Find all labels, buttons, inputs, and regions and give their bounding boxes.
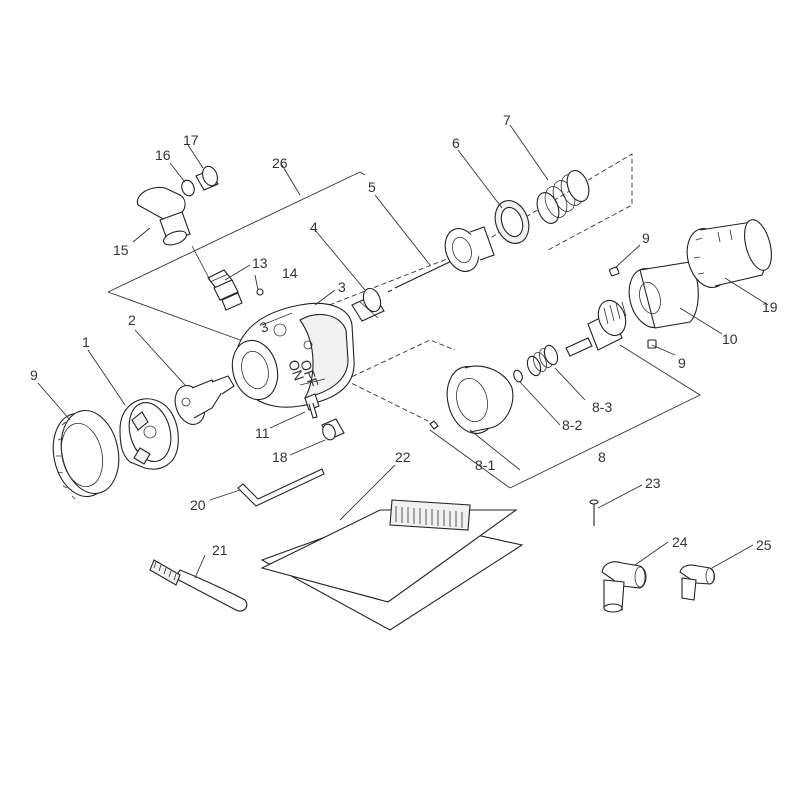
part-18-nut: [321, 418, 345, 441]
callout-11: 11: [255, 425, 270, 441]
callout-9b: 9: [678, 355, 686, 371]
callout-10: 10: [722, 331, 738, 347]
callout-15: 15: [113, 242, 129, 258]
callout-26: 26: [272, 155, 288, 171]
callout-labels: 9 1 2 3 4 5 6 7 8 8-1 8-2 8-3 9 9 9 10 1…: [30, 112, 778, 558]
callout-8: 8: [598, 449, 606, 465]
callout-leader-lines: [37, 124, 769, 579]
part-13-adjust-valve: [207, 269, 243, 311]
callout-20: 20: [190, 497, 206, 513]
callout-13: 13: [252, 255, 268, 271]
callout-17: 17: [183, 132, 199, 148]
part-14-pin: [256, 288, 264, 296]
part-8-adjuster-spindle: [565, 299, 627, 357]
part-17-cap-nut: [195, 165, 219, 191]
group-bracket-26: [107, 153, 633, 341]
part-1-air-cap: [119, 398, 179, 470]
part-25-elbow-fitting: [679, 564, 716, 601]
callout-14: 14: [282, 265, 298, 281]
part-10-knob-collar: [628, 261, 699, 329]
part-22-manual: [260, 499, 524, 631]
part-8-3-spring: [526, 344, 559, 377]
callout-18: 18: [272, 449, 288, 465]
part-5-fluid-needle: [387, 226, 495, 293]
part-15-elbow-inlet: [136, 186, 211, 281]
part-9-set-screw-bottom: [647, 339, 657, 349]
part-4-needle-seal: [351, 287, 385, 322]
callout-4: 4: [310, 219, 318, 235]
part-16-washer: [181, 179, 195, 197]
part-9-set-screw-top: [608, 266, 620, 277]
part-24-elbow-fitting: [601, 561, 647, 613]
group-bracket-8: [344, 339, 701, 489]
callout-2: 2: [128, 312, 136, 328]
callout-16: 16: [155, 147, 171, 163]
part-20-hex-key: [237, 468, 325, 507]
callout-3: 3: [338, 279, 346, 295]
callout-21: 21: [212, 542, 228, 558]
callout-22: 22: [395, 449, 411, 465]
part-3-gun-body: 3 ON OFF: [231, 302, 355, 408]
callout-5: 5: [368, 179, 376, 195]
callout-1: 1: [82, 334, 90, 350]
callout-8-3: 8-3: [592, 399, 612, 415]
part-11-screw: [304, 393, 320, 419]
part-6-o-ring: [494, 200, 530, 244]
callout-9a: 9: [642, 230, 650, 246]
part-8-1-fluid-housing: [429, 365, 514, 434]
part-21-cleaning-brush: [149, 559, 248, 612]
callout-23: 23: [645, 475, 661, 491]
body-marking-on: ON: [285, 358, 307, 383]
part-2-fluid-nozzle: [174, 375, 235, 425]
callout-8-1: 8-1: [475, 457, 495, 473]
callout-6: 6: [452, 135, 460, 151]
callout-12: 9: [30, 367, 38, 383]
callout-7: 7: [503, 112, 511, 128]
part-23-pin: [589, 499, 599, 526]
part-19-knob-housing: [686, 219, 772, 288]
callout-8-2: 8-2: [562, 417, 582, 433]
callout-19: 19: [762, 299, 778, 315]
callout-25: 25: [756, 537, 772, 553]
part-8-2-washer: [513, 369, 523, 383]
part-12-ring-nut: [52, 409, 120, 500]
callout-24: 24: [672, 534, 688, 550]
part-7-spring: [536, 170, 590, 224]
